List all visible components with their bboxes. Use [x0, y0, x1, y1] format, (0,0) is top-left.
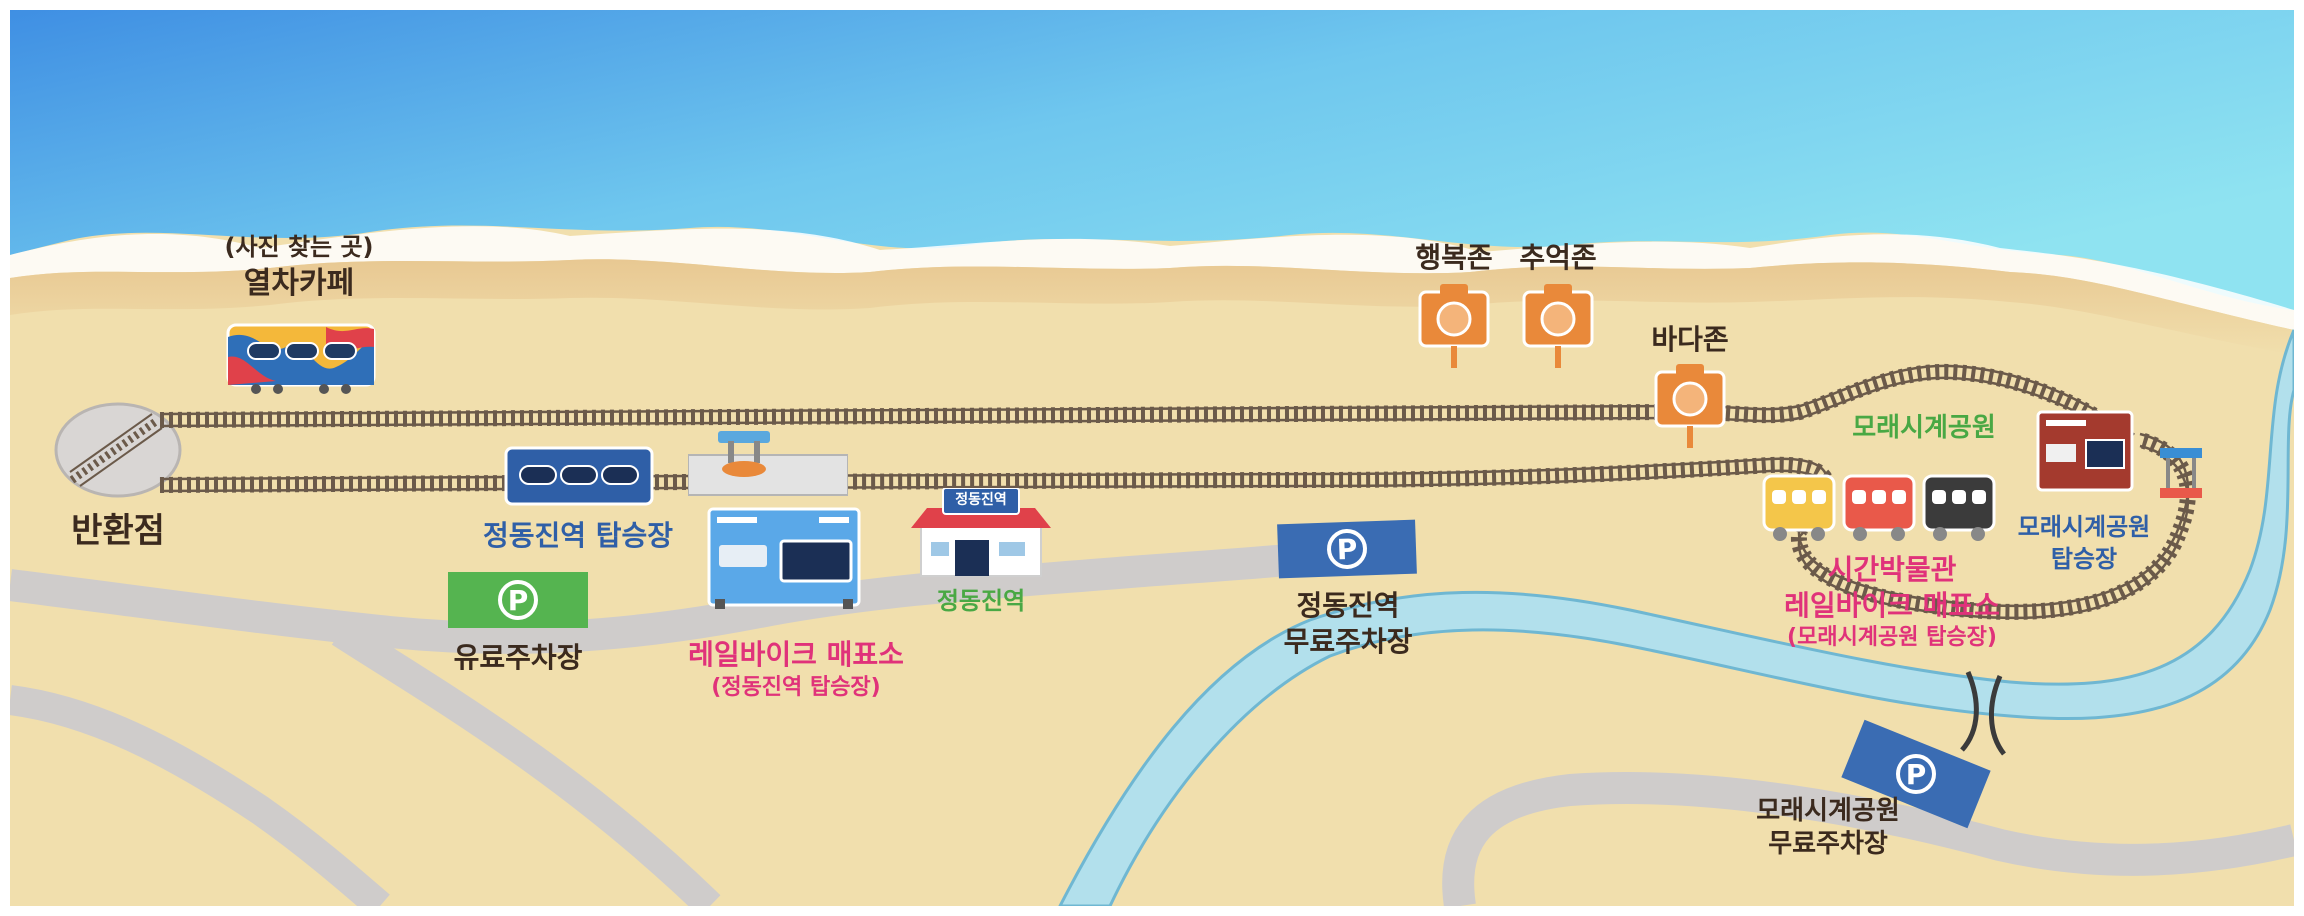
time-museum-label: 시간박물관	[1827, 553, 1957, 586]
time-museum-ticket-label: 레일바이크 매표소	[1784, 589, 2000, 622]
sand-clock-park-label: 모래시계공원	[1852, 413, 1996, 443]
railbike-map: 반환점 (사진 찾는 곳) 열차카페 정동진역 탑승장 P 유료주차장	[10, 10, 2294, 906]
platform-shelter-icon	[2160, 448, 2202, 498]
railbike-ticket-jeongdong-sub: (정동진역 탑승장)	[711, 675, 881, 700]
sand-clock-free-parking-line1: 모래시계공원	[1756, 796, 1900, 826]
camera-icon[interactable]	[1522, 282, 1594, 370]
jeongdong-platform-icon[interactable]	[504, 446, 654, 508]
paid-parking-label: 유료주차장	[453, 641, 583, 674]
road-bottom-right	[1442, 772, 2294, 906]
time-museum-trains-icon[interactable]	[1762, 468, 1998, 546]
turntable-shape	[54, 402, 182, 498]
camera-icon[interactable]	[1418, 282, 1490, 370]
paid-parking-sign[interactable]: P	[448, 572, 588, 628]
river-bridge	[1960, 671, 2007, 756]
railbike-shelter-icon	[688, 431, 848, 496]
road-branch	[331, 619, 721, 906]
photo-zone-sea-label: 바다존	[1651, 323, 1729, 356]
jeongdong-platform-label: 정동진역 탑승장	[482, 519, 674, 552]
jeongdong-free-parking-sign[interactable]: P	[1277, 519, 1417, 579]
river	[1058, 329, 2294, 906]
sand-clock-platform-line2: 탑승장	[2050, 545, 2118, 573]
train-cafe-note: (사진 찾는 곳)	[224, 233, 374, 261]
parking-icon: P	[1326, 528, 1368, 570]
road-left	[10, 685, 390, 906]
wet-sand	[10, 259, 2294, 355]
track-upper	[159, 363, 2135, 447]
railbike-ticket-jeongdong-label: 레일바이크 매표소	[688, 638, 904, 671]
time-museum-sub-label: (모래시계공원 탑승장)	[1787, 625, 1997, 650]
sand-clock-platform-icon[interactable]	[2036, 410, 2134, 494]
parking-icon: P	[498, 580, 538, 620]
jeongdong-station-icon[interactable]	[911, 488, 1051, 580]
jeongdong-free-parking-line2: 무료주차장	[1283, 625, 1413, 658]
sea	[10, 10, 2294, 310]
station-sign-text: 정동진역	[955, 492, 1007, 508]
road-main	[10, 542, 1312, 654]
railbike-ticket-jeongdong-icon[interactable]	[707, 507, 862, 611]
train-cafe-label: 열차카페	[243, 266, 355, 301]
turntable-label: 반환점	[71, 511, 165, 551]
sand-clock-free-parking-line2: 무료주차장	[1768, 829, 1888, 859]
map-background	[10, 10, 2294, 906]
jeongdong-station-label: 정동진역	[936, 587, 1026, 615]
sand-clock-platform-line1: 모래시계공원	[2017, 513, 2151, 541]
sea-foam	[10, 226, 2294, 330]
train-cafe-icon[interactable]	[226, 317, 376, 397]
camera-icon[interactable]	[1654, 362, 1726, 450]
jeongdong-free-parking-line1: 정동진역	[1296, 589, 1400, 622]
parking-icon: P	[1896, 754, 1936, 794]
photo-zone-memory-label: 추억존	[1519, 241, 1597, 274]
photo-zone-happy-label: 행복존	[1415, 241, 1493, 274]
